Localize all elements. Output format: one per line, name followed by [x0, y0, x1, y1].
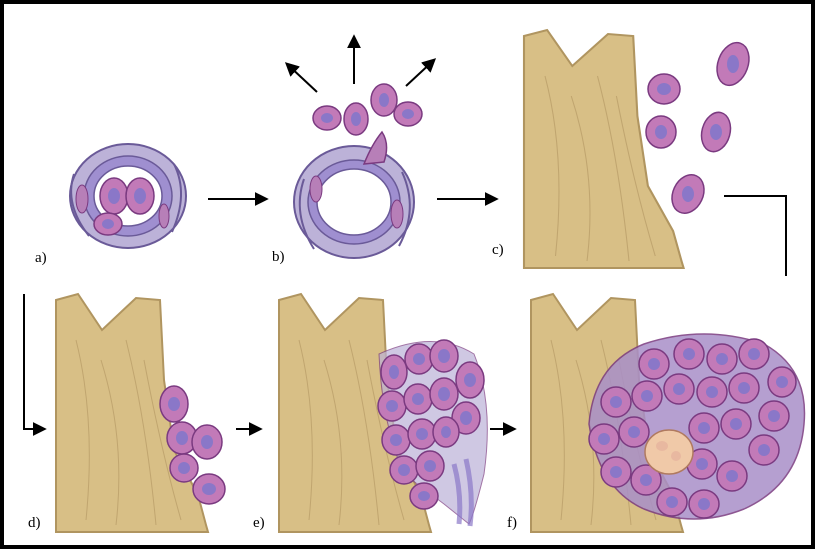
- arrow-b-up-left: [287, 64, 317, 92]
- panel-b-vessel: [294, 132, 414, 258]
- arrow-b-up-right: [406, 60, 434, 86]
- panel-a-vessel: [70, 144, 186, 248]
- panel-label-f: f): [507, 516, 517, 531]
- cell-process-diagram: [4, 4, 815, 553]
- panel-c-free-cells: [646, 38, 755, 218]
- panel-label-c: c): [492, 243, 504, 258]
- panel-c-bone: [524, 30, 684, 268]
- panel-label-e: e): [253, 516, 265, 531]
- connector-bottom-left: [24, 294, 44, 429]
- connector-top-right: [724, 196, 786, 276]
- panel-b-emigrating-cells: [313, 84, 422, 135]
- panel-label-a: a): [35, 251, 47, 266]
- panel-label-b: b): [272, 250, 285, 265]
- panel-f-giant-cell: [645, 430, 693, 474]
- panel-label-d: d): [28, 516, 41, 531]
